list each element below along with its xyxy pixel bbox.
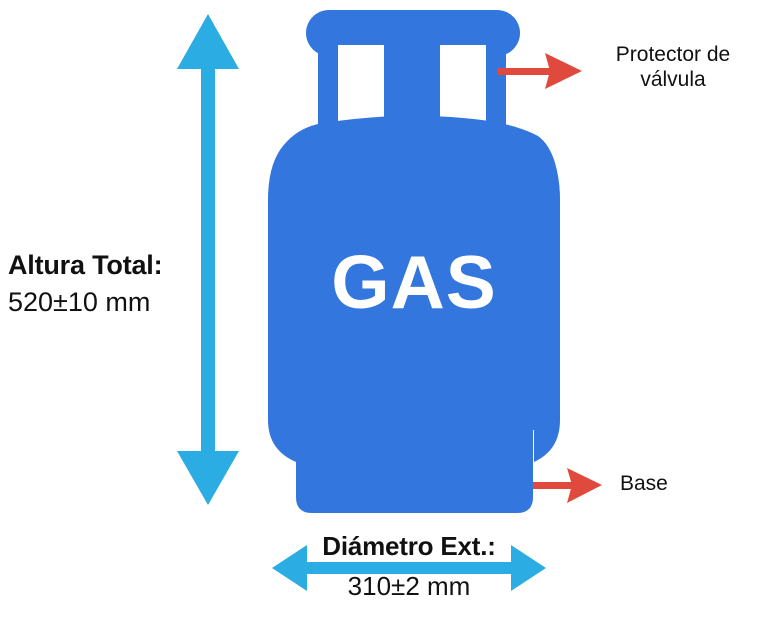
gas-cylinder-graphic [268,10,560,513]
diameter-arrow-shaft [300,562,518,574]
valve-protector-arrow-shaft [497,68,557,75]
valve-guard-right-window [440,45,486,122]
base-callout-arrow [533,468,602,503]
base-arrow-shaft [533,482,585,489]
height-arrow-head-top [177,14,239,69]
height-arrow-head-bottom [177,451,239,505]
base-arrow-head [567,468,602,503]
valve-protector-callout-arrow [497,53,582,89]
cylinder-shoulder [268,115,560,205]
diameter-dimension-arrow [272,545,546,591]
cylinder-base-foot [296,430,533,513]
height-dimension-arrow [177,14,239,505]
valve-guard-left-window [338,45,384,122]
cylinder-body [268,126,560,462]
diameter-arrow-head-right [511,545,546,591]
diameter-arrow-head-left [272,545,307,591]
valve-guard-top-bar [306,10,520,56]
valve-protector-arrow-head [545,53,582,89]
height-arrow-shaft [201,62,215,458]
